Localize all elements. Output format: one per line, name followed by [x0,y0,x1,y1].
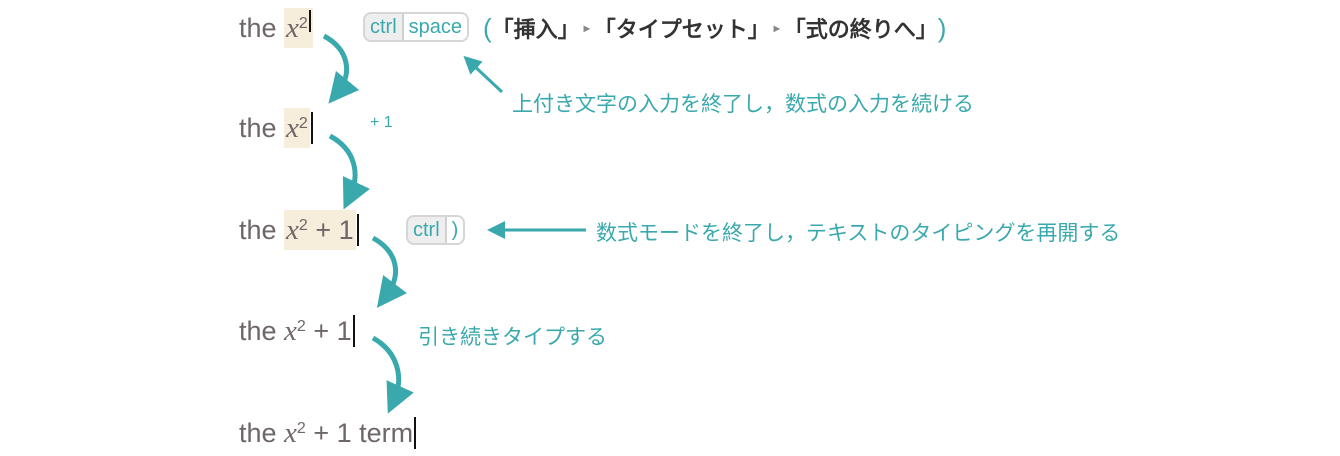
cursor [352,315,355,347]
cursor [308,10,311,32]
text-rest: + 1 term [305,417,414,448]
cursor [414,417,417,449]
math-rest: + 1 [305,315,352,346]
variable: x [284,416,297,449]
menu-typesetting[interactable]: 「タイプセット」 [593,17,770,42]
typed-input: + 1 [370,114,393,131]
cursor [310,112,313,144]
curved-arrow-3 [371,235,408,308]
text: the [239,12,285,43]
menu-insert[interactable]: 「挿入」 [491,17,580,42]
text: the [239,315,285,346]
triangle-icon: ▸ [773,21,780,35]
exponent: 2 [298,15,308,32]
curved-arrow-4 [371,335,414,414]
exponent: 2 [298,115,308,132]
note-continue: 引き続きタイプする [418,326,607,349]
variable: x [286,213,299,246]
math-rest: + 1 [307,214,354,245]
paren-open: ( [483,12,492,43]
menu-path: (「挿入」▸「タイプセット」▸「式の終りへ」) [483,12,946,44]
text: the [239,112,285,143]
triangle-icon: ▸ [583,21,590,35]
paren-close: ) [937,12,947,43]
text: the [239,214,285,245]
pointer-arrow-1 [463,55,504,94]
exponent: 2 [296,420,306,437]
exponent: 2 [296,318,306,335]
curved-arrow-2 [328,133,370,210]
key-space: space [401,14,468,40]
variable: x [286,11,299,44]
exponent: 2 [298,217,308,234]
menu-end-of-expression[interactable]: 「式の終りへ」 [783,17,938,42]
note-exit-math: 数式モードを終了し，テキストのタイピングを再開する [596,222,1121,245]
ctrl-paren-shortcut: ctrl) [406,215,466,245]
curved-arrow-1 [322,33,360,104]
key-ctrl: ctrl [413,218,440,241]
variable: x [284,314,297,347]
key-ctrl: ctrl [370,15,397,38]
variable: x [286,111,299,144]
cursor [356,214,359,246]
text: the [239,417,285,448]
key-paren: ) [444,217,464,243]
note-exit-superscript: 上付き文字の入力を終了し，数式の入力を続ける [512,93,974,116]
